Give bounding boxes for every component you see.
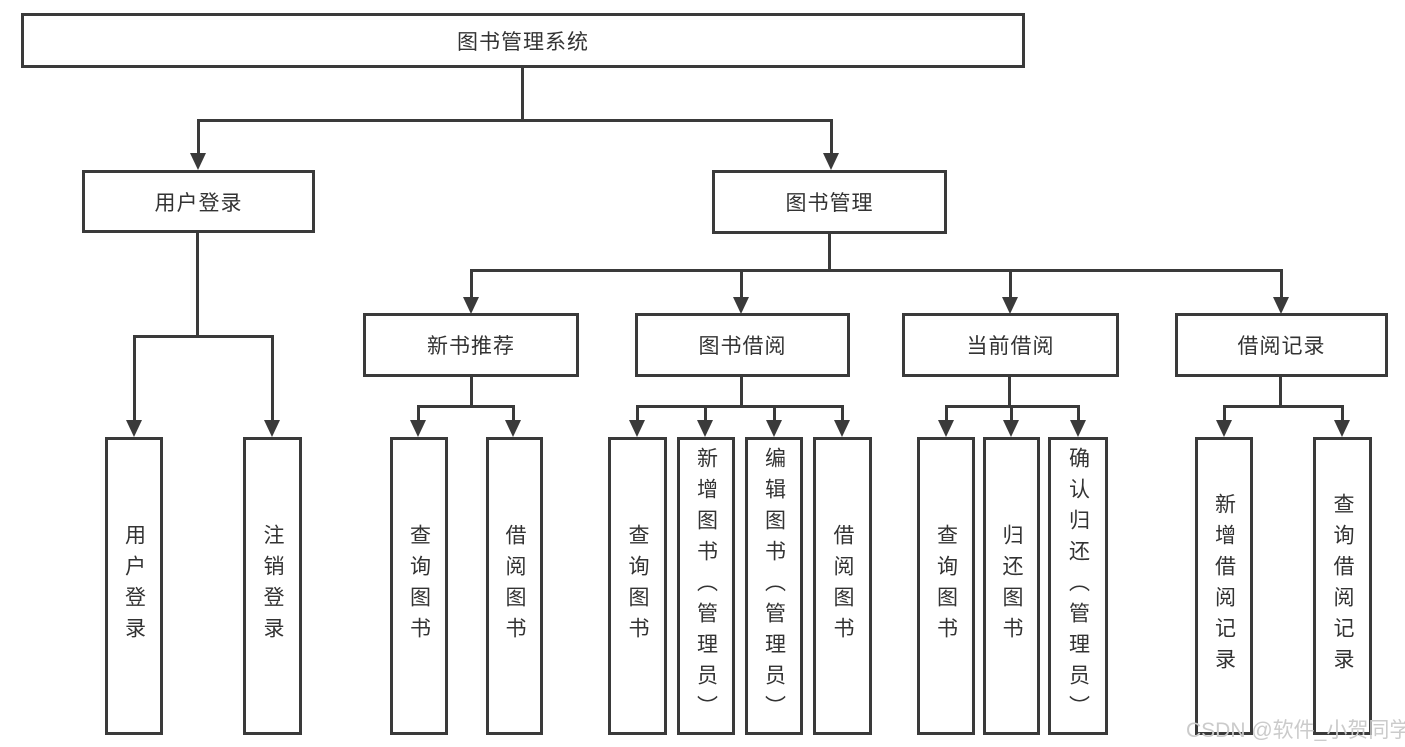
connector-line [1009, 269, 1012, 300]
leaf-borrow-books-label: 借阅图书 [831, 524, 854, 648]
connector-line [828, 234, 831, 272]
arrow-down-icon [1003, 420, 1019, 437]
leaf-logout: 注销登录 [243, 437, 302, 735]
arrow-down-icon [766, 420, 782, 437]
node-book-management: 图书管理 [712, 170, 947, 234]
connector-line [773, 405, 776, 422]
leaf-query-books-borrow: 查询图书 [608, 437, 667, 735]
connector-line [470, 269, 1283, 272]
arrow-down-icon [1216, 420, 1232, 437]
connector-line [470, 269, 473, 300]
arrow-down-icon [1334, 420, 1350, 437]
leaf-add-book-admin: 新增图书（管理员） [677, 437, 735, 735]
leaf-confirm-return-admin: 确认归还（管理员） [1048, 437, 1108, 735]
leaf-borrow-books-recommend-label: 借阅图书 [503, 524, 526, 648]
connector-line [945, 405, 948, 422]
connector-line [197, 119, 833, 122]
arrow-down-icon [126, 420, 142, 437]
node-book-management-label: 图书管理 [785, 192, 874, 215]
arrow-down-icon [834, 420, 850, 437]
connector-line [512, 405, 515, 422]
connector-line [636, 405, 639, 422]
leaf-query-borrow-record-label: 查询借阅记录 [1331, 493, 1354, 679]
node-new-book-recommend-label: 新书推荐 [427, 335, 515, 358]
leaf-return-book-label: 归还图书 [1000, 524, 1023, 648]
node-borrow-records-label: 借阅记录 [1237, 335, 1326, 358]
leaf-query-books-recommend: 查询图书 [390, 437, 448, 735]
node-new-book-recommend: 新书推荐 [363, 313, 579, 377]
connector-line [133, 335, 136, 421]
node-root: 图书管理系统 [21, 13, 1025, 68]
leaf-query-books-current-label: 查询图书 [934, 524, 958, 648]
connector-line [1077, 405, 1080, 422]
connector-line [1010, 405, 1013, 422]
leaf-query-books-current: 查询图书 [917, 437, 975, 735]
node-book-borrow-label: 图书借阅 [698, 335, 787, 358]
connector-line [704, 405, 707, 422]
connector-line [1223, 405, 1226, 422]
connector-line [470, 377, 473, 408]
connector-line [1280, 269, 1283, 300]
leaf-confirm-return-admin-label: 确认归还（管理员） [1066, 446, 1090, 726]
node-book-borrow: 图书借阅 [635, 313, 850, 377]
connector-line [417, 405, 420, 422]
connector-line [196, 233, 199, 337]
leaf-logout-label: 注销登录 [261, 524, 284, 648]
node-user-login: 用户登录 [82, 170, 315, 233]
connector-line [841, 405, 844, 422]
arrow-down-icon [697, 420, 713, 437]
node-user-login-label: 用户登录 [154, 191, 243, 215]
arrow-down-icon [629, 420, 645, 437]
connector-line [1223, 405, 1343, 408]
arrow-down-icon [264, 420, 280, 437]
node-borrow-records: 借阅记录 [1175, 313, 1388, 377]
leaf-user-login-label: 用户登录 [122, 524, 146, 648]
leaf-edit-book-admin: 编辑图书（管理员） [745, 437, 803, 735]
leaf-add-borrow-record: 新增借阅记录 [1195, 437, 1253, 735]
connector-line [1341, 405, 1344, 422]
leaf-query-borrow-record: 查询借阅记录 [1313, 437, 1372, 735]
connector-line [1279, 377, 1282, 408]
node-current-borrow: 当前借阅 [902, 313, 1119, 377]
node-root-label: 图书管理系统 [457, 30, 589, 54]
arrow-down-icon [1070, 420, 1086, 437]
leaf-edit-book-admin-label: 编辑图书（管理员） [762, 446, 786, 726]
connector-line [133, 335, 274, 338]
connector-line [740, 269, 743, 300]
leaf-query-books-borrow-label: 查询图书 [626, 524, 649, 648]
connector-line [271, 335, 274, 421]
arrow-down-icon [733, 297, 749, 314]
connector-line [1008, 377, 1011, 408]
arrow-down-icon [505, 420, 521, 437]
leaf-query-books-recommend-label: 查询图书 [407, 524, 431, 648]
connector-line [521, 68, 524, 119]
arrow-down-icon [1002, 297, 1018, 314]
arrow-down-icon [190, 153, 206, 170]
node-current-borrow-label: 当前借阅 [966, 335, 1055, 358]
leaf-add-borrow-record-label: 新增借阅记录 [1212, 493, 1236, 679]
leaf-borrow-books-recommend: 借阅图书 [486, 437, 543, 735]
arrow-down-icon [463, 297, 479, 314]
arrow-down-icon [823, 153, 839, 170]
arrow-down-icon [1273, 297, 1289, 314]
leaf-return-book: 归还图书 [983, 437, 1040, 735]
connector-line [197, 119, 200, 155]
leaf-user-login: 用户登录 [105, 437, 163, 735]
arrow-down-icon [410, 420, 426, 437]
connector-line [830, 119, 833, 155]
connector-line [740, 377, 743, 408]
connector-line [417, 405, 515, 408]
leaf-add-book-admin-label: 新增图书（管理员） [694, 446, 718, 726]
connector-line [636, 405, 844, 408]
leaf-borrow-books: 借阅图书 [813, 437, 872, 735]
csdn-watermark: CSDN @软件_小贺同学 [1186, 719, 1405, 742]
arrow-down-icon [938, 420, 954, 437]
